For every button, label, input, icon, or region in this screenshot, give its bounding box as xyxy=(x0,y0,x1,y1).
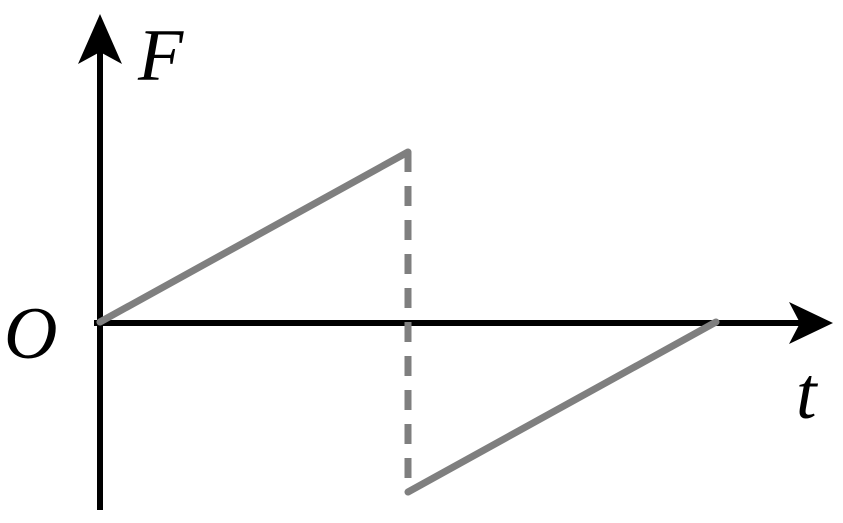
line-segment-3 xyxy=(404,318,720,496)
x-axis-arrowhead xyxy=(789,302,833,344)
x-axis-label: t xyxy=(796,353,819,435)
y-axis-label: F xyxy=(137,15,184,97)
origin-label: O xyxy=(4,293,57,375)
series-layer xyxy=(96,148,720,496)
y-axis-arrowhead xyxy=(78,14,122,64)
axes xyxy=(78,14,833,510)
line-segment-1 xyxy=(96,148,412,326)
